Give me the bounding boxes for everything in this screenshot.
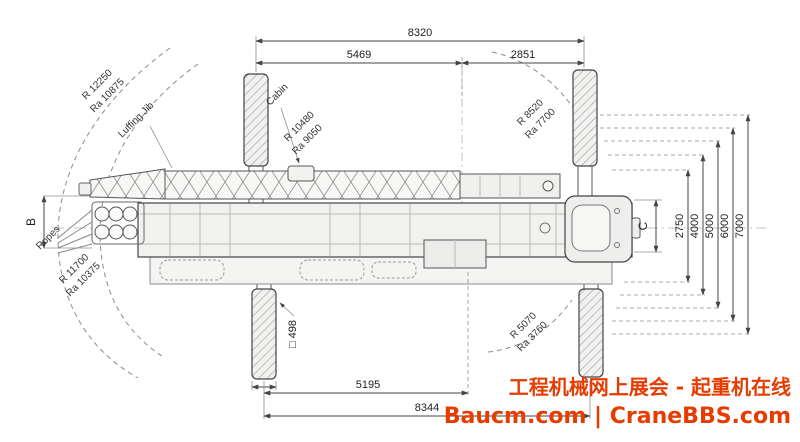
outrigger-pad-bottom-left <box>251 288 277 380</box>
wheel-bogie <box>299 259 365 281</box>
watermark-line1: 工程机械网上展会 - 起重机在线 <box>509 375 791 399</box>
outrigger-pad-top-right <box>572 69 598 167</box>
ref-label-b: B <box>24 218 38 226</box>
watermark: 工程机械网上展会 - 起重机在线 Baucm.com | CraneBBS.co… <box>444 375 791 429</box>
left-reference: B <box>24 195 92 249</box>
dim-bottom-overall: 8344 <box>415 402 439 414</box>
wheel-bogie <box>371 261 417 279</box>
boom-assembly <box>78 165 561 200</box>
dim-top-right-span: 2851 <box>511 49 535 61</box>
dim-top-overall: 8320 <box>408 27 432 39</box>
boom-pivot <box>542 180 554 192</box>
ref-label-c: C <box>636 221 650 230</box>
wheel-bogie <box>159 259 225 281</box>
right-reference: C <box>634 199 662 253</box>
pad-width-dimension: □ 498 <box>251 302 299 390</box>
right-dimensions: 2750 4000 5000 6000 7000 <box>600 114 751 335</box>
arc-top-right <box>491 51 577 113</box>
rear-block-inner <box>571 204 611 252</box>
rear-detail-circle <box>614 208 620 214</box>
carrier-deck-details <box>140 204 630 256</box>
slew-ring-mark <box>539 222 551 234</box>
carrier-deck <box>137 202 633 258</box>
dim-radius-2750: 2750 <box>674 214 686 238</box>
dim-radius-4000: 4000 <box>689 214 701 238</box>
carrier-body <box>137 195 641 285</box>
crane-cabin <box>287 165 315 182</box>
outrigger-pad-top-left <box>243 73 269 167</box>
watermark-line2: Baucm.com | CraneBBS.com <box>444 404 791 429</box>
arc-bottom-right <box>487 299 573 353</box>
dim-pad-width: □ 498 <box>287 320 299 348</box>
rope-lines <box>57 209 93 254</box>
jib-tip-head <box>78 182 92 196</box>
top-dimensions: 8320 5469 2851 <box>255 27 585 100</box>
dim-radius-5000: 5000 <box>704 214 716 238</box>
right-extension-lines <box>600 114 750 335</box>
outrigger-pad-bottom-right <box>578 288 604 378</box>
rear-detail-circle <box>614 242 620 248</box>
hook-block-frame <box>91 201 145 245</box>
tow-hitch <box>631 217 641 239</box>
dim-radius-6000: 6000 <box>719 214 731 238</box>
dim-top-left-span: 5469 <box>347 49 371 61</box>
sheaves <box>94 206 138 240</box>
outrigger-pads <box>243 69 604 380</box>
dim-radius-7000: 7000 <box>734 214 746 238</box>
bottom-dimensions: 5195 8344 <box>263 272 591 419</box>
hook-block <box>57 201 145 254</box>
dim-bottom-inner: 5195 <box>356 379 380 391</box>
